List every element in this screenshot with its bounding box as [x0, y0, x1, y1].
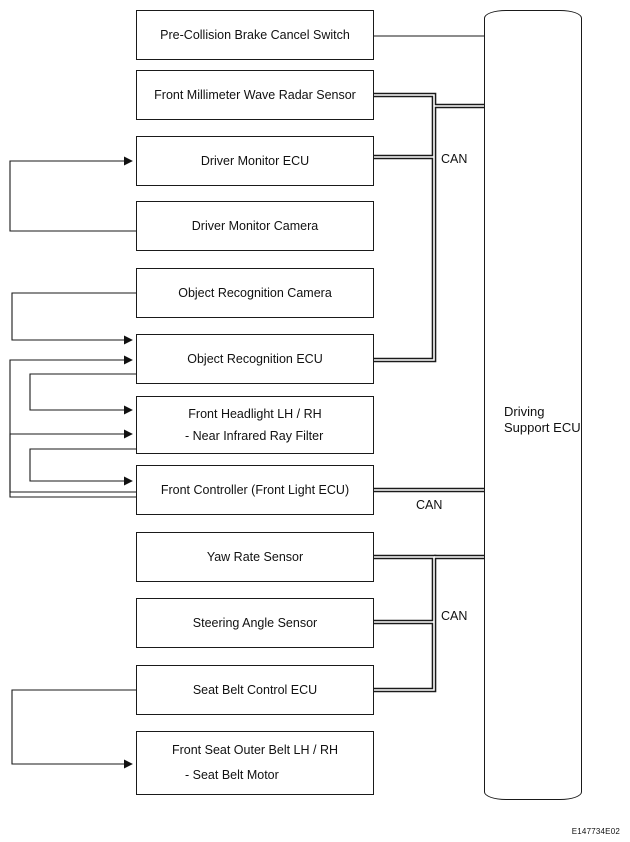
component-label: Pre-Collision Brake Cancel Switch	[160, 27, 350, 42]
object-recognition-ecu-box: Object Recognition ECU	[136, 334, 374, 384]
ecu-label-line2: Support ECU	[504, 420, 581, 436]
driving-support-ecu-box	[484, 10, 582, 800]
front-controller-box: Front Controller (Front Light ECU)	[136, 465, 374, 515]
seat-belt-control-ecu-box: Seat Belt Control ECU	[136, 665, 374, 715]
headlight-to-controller-arrow	[29, 448, 136, 486]
component-label: Object Recognition Camera	[178, 285, 332, 300]
component-label: Front Millimeter Wave Radar Sensor	[154, 87, 356, 102]
front-headlight-box: Front Headlight LH / RH - Near Infrared …	[136, 396, 374, 454]
can-label: CAN	[441, 609, 468, 623]
can-bus-lines	[374, 92, 496, 693]
controller-to-headlight-arrow	[9, 429, 136, 493]
driver-monitor-ecu-box: Driver Monitor ECU	[136, 136, 374, 186]
can-label: CAN	[441, 152, 468, 166]
component-label: Driver Monitor Camera	[191, 218, 319, 233]
component-label: Object Recognition ECU	[187, 351, 323, 366]
camera-to-driver-ecu-arrow	[9, 156, 136, 232]
component-sublabel: - Seat Belt Motor	[185, 768, 279, 782]
component-label: Driver Monitor ECU	[200, 153, 310, 168]
component-label: Steering Angle Sensor	[192, 615, 318, 630]
radar-sensor-box: Front Millimeter Wave Radar Sensor	[136, 70, 374, 120]
component-label: Front Seat Outer Belt LH / RH	[171, 743, 339, 757]
component-sublabel: - Near Infrared Ray Filter	[185, 428, 324, 443]
driving-support-ecu-label: Driving Support ECU	[484, 404, 582, 437]
component-label: Seat Belt Control ECU	[192, 682, 318, 697]
pre-collision-switch-box: Pre-Collision Brake Cancel Switch	[136, 10, 374, 60]
controller-to-object-ecu-arrow	[9, 355, 136, 498]
camera-to-object-ecu-arrow	[11, 292, 136, 345]
ecu-label-line1: Driving	[504, 404, 545, 419]
steering-angle-sensor-box: Steering Angle Sensor	[136, 598, 374, 648]
front-seat-outer-belt-box: Front Seat Outer Belt LH / RH - Seat Bel…	[136, 731, 374, 795]
object-recognition-camera-box: Object Recognition Camera	[136, 268, 374, 318]
component-label: Yaw Rate Sensor	[206, 549, 304, 564]
object-ecu-to-headlight-arrow	[29, 373, 136, 415]
yaw-rate-sensor-box: Yaw Rate Sensor	[136, 532, 374, 582]
seatbelt-ecu-to-motor-arrow	[11, 689, 136, 769]
figure-id: E147734E02	[571, 827, 620, 836]
can-label: CAN	[416, 498, 443, 512]
component-label: Front Controller (Front Light ECU)	[160, 482, 350, 497]
driver-monitor-camera-box: Driver Monitor Camera	[136, 201, 374, 251]
component-label: Front Headlight LH / RH	[188, 406, 322, 421]
